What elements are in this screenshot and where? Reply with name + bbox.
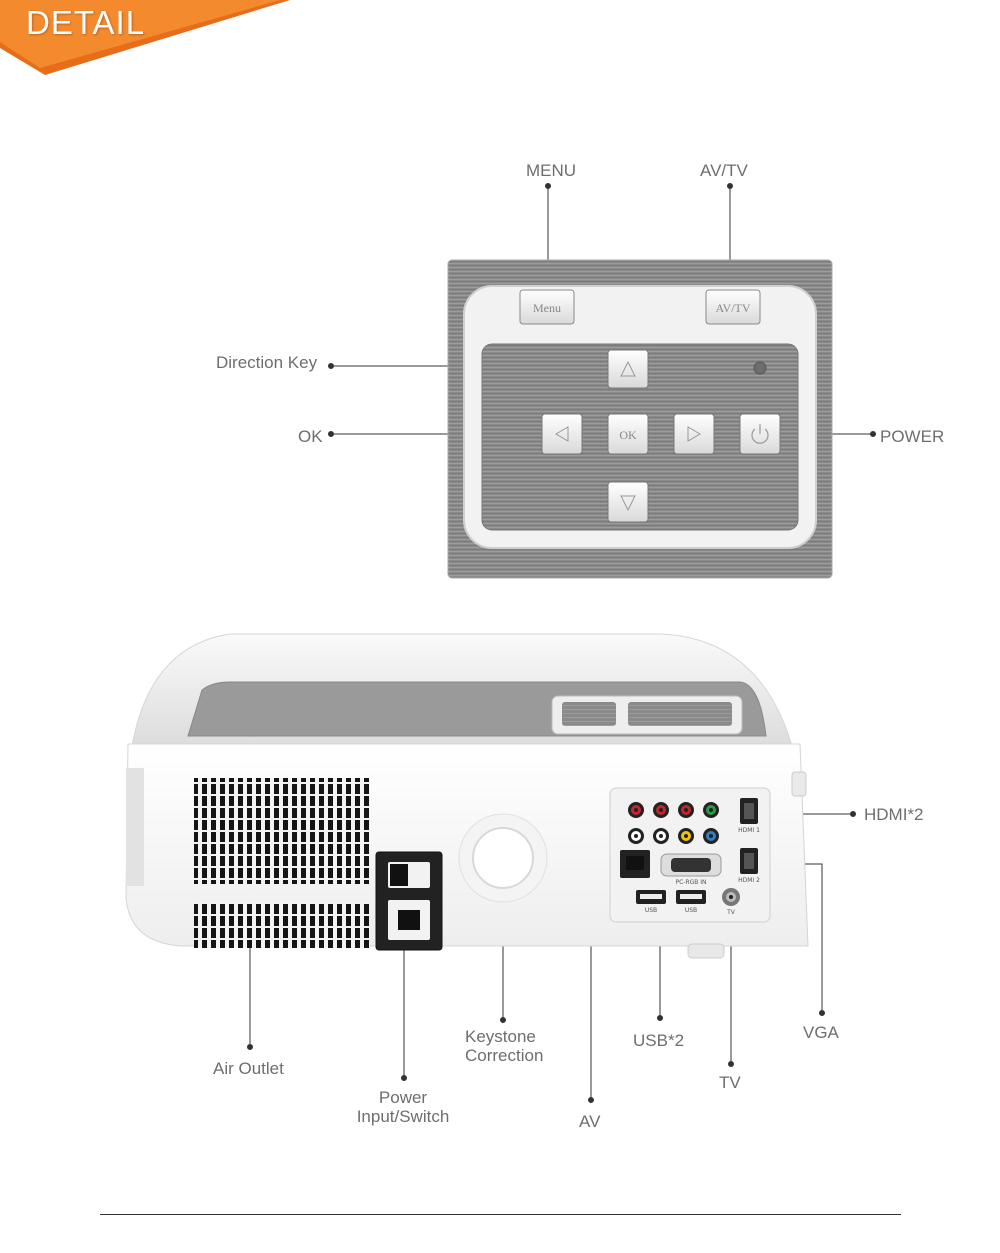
callout-vga: VGA <box>803 1023 839 1042</box>
svg-text:PC-RGB IN: PC-RGB IN <box>675 879 706 886</box>
hdmi-ports: HDMI 1 HDMI 2 <box>738 798 760 884</box>
svg-text:USB: USB <box>685 907 697 914</box>
menu-button[interactable]: Menu <box>519 289 575 325</box>
svg-text:AV/TV: AV/TV <box>715 301 750 315</box>
network-port <box>620 850 650 878</box>
svg-text:USB: USB <box>645 907 657 914</box>
power-button[interactable] <box>739 413 781 455</box>
callout-power-input: Power Input/Switch <box>356 1088 450 1126</box>
direction-up-button[interactable] <box>607 349 649 389</box>
svg-text:TV: TV <box>726 909 736 916</box>
callout-hdmi: HDMI*2 <box>864 805 924 824</box>
triangle-left-icon <box>555 426 569 442</box>
callout-av: AV <box>579 1112 601 1131</box>
svg-text:HDMI 2: HDMI 2 <box>738 877 760 884</box>
avtv-button[interactable]: AV/TV <box>705 289 761 325</box>
callout-power: POWER <box>880 427 945 446</box>
triangle-down-icon <box>620 495 636 512</box>
ok-button[interactable]: OK <box>607 413 649 455</box>
triangle-up-icon <box>620 360 636 377</box>
bottom-divider <box>100 1214 901 1215</box>
direction-right-button[interactable] <box>673 413 715 455</box>
power-icon <box>751 424 769 444</box>
callout-menu: MENU <box>526 161 577 180</box>
callout-usb: USB*2 <box>633 1031 685 1050</box>
svg-text:Menu: Menu <box>533 301 561 315</box>
triangle-right-icon <box>687 426 701 442</box>
usb-ports: USB USB <box>636 890 706 914</box>
direction-left-button[interactable] <box>541 413 583 455</box>
callout-tv: TV <box>719 1073 741 1092</box>
callout-direction-key: Direction Key <box>216 353 318 372</box>
callout-keystone: Keystone Correction <box>465 1027 544 1065</box>
detail-title: DETAIL <box>26 4 146 41</box>
detail-banner <box>0 0 290 75</box>
svg-text:HDMI 1: HDMI 1 <box>738 827 760 834</box>
callout-avtv: AV/TV <box>700 161 748 180</box>
vga-port: PC-RGB IN <box>660 853 722 886</box>
control-panel: Menu AV/TV OK <box>447 259 833 579</box>
projector-rear-view: HDMI 1 HDMI 2 PC-RGB IN USB USB TV <box>125 633 809 959</box>
callout-ok: OK <box>298 427 323 446</box>
callout-air-outlet: Air Outlet <box>213 1059 284 1078</box>
tv-port: TV <box>722 888 740 916</box>
av-jacks <box>628 802 719 844</box>
direction-down-button[interactable] <box>607 481 649 523</box>
svg-text:OK: OK <box>619 428 637 442</box>
